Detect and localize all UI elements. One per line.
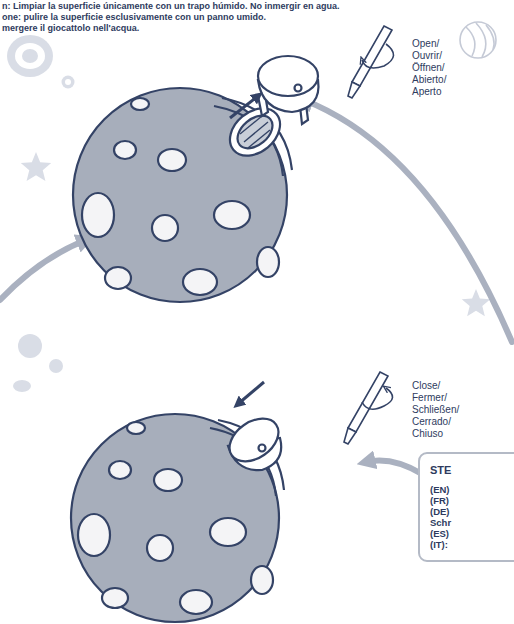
instruction-box: STE (EN)(FR)(DE) Schr(ES)(IT): (418, 452, 514, 562)
direction-arrow (230, 96, 258, 118)
care-note: one: pulire la superficie esclusivamente… (2, 12, 266, 22)
care-note: mergere il giocattolo nell'acqua. (2, 23, 139, 33)
planet-icon (460, 22, 496, 58)
language-line: (IT): (430, 539, 462, 550)
cap (258, 56, 318, 124)
action-label: Open/ Ouvrir/ Öffnen/ Abierto/ Aperto (412, 38, 468, 98)
language-line: (FR) (430, 495, 462, 506)
language-line: (DE) Schr (430, 506, 462, 528)
action-label: Close/ Fermer/ Schließen/ Cerrado/ Chius… (412, 380, 468, 440)
language-line: (EN) (430, 484, 462, 495)
language-line: (ES) (430, 528, 462, 539)
screwdriver (344, 372, 393, 444)
decoration (7, 35, 490, 392)
open-ball (73, 88, 292, 302)
closed-ball (71, 410, 286, 622)
screwdriver (348, 26, 394, 98)
direction-arrow (238, 382, 264, 404)
care-note: n: Limpiar la superficie únicamente con … (2, 1, 340, 11)
box-heading: STE (430, 464, 514, 476)
